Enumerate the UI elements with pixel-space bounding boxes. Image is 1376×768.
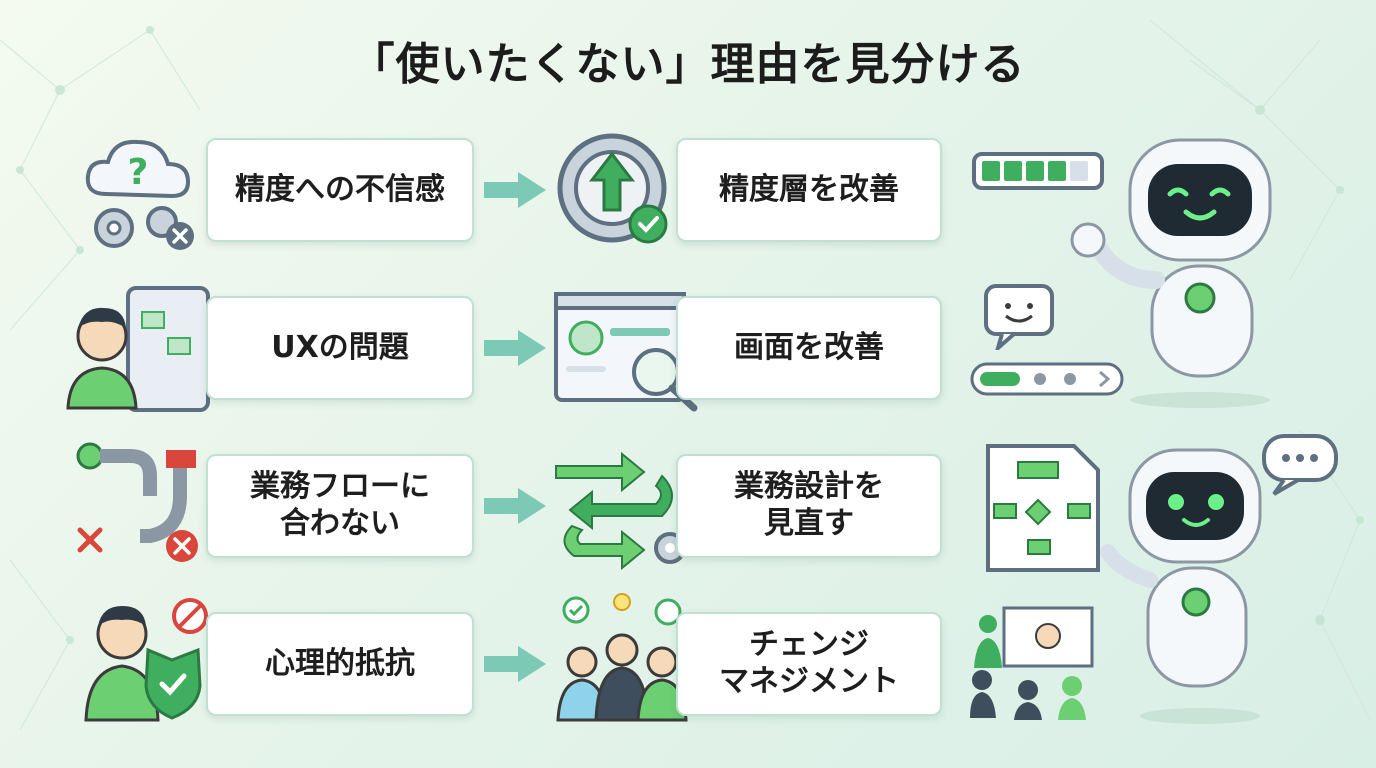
flow-arrows-gear-icon <box>555 451 686 570</box>
arrow-right-icon <box>484 172 546 208</box>
reason-label: 業務フローに 合わない <box>250 469 430 541</box>
reason-card-psychological: 心理的抵抗 <box>206 612 474 716</box>
team-handshake-icon <box>556 593 688 722</box>
solution-label: 画面を改善 <box>734 329 884 365</box>
smile-chat-bubble-icon <box>984 284 1054 350</box>
robot-presenter-icon <box>1100 448 1262 724</box>
ellipsis-chat-bubble-icon <box>1262 434 1338 496</box>
reason-card-workflow: 業務フローに 合わない <box>206 454 474 558</box>
meeting-presentation-icon <box>970 606 1094 720</box>
solution-card-workflow: 業務設計を 見直す <box>676 454 942 558</box>
slider-toggle-icon <box>970 362 1124 396</box>
progress-bar-icon <box>972 152 1104 190</box>
flowchart-document-icon <box>986 444 1100 572</box>
solution-label: 業務設計を 見直す <box>734 469 884 541</box>
arrow-right-icon <box>484 330 546 366</box>
gear-up-arrow-check-icon <box>557 133 668 244</box>
cloud-question-gears-icon: ? <box>85 139 194 250</box>
solution-label: 精度層を改善 <box>719 171 899 207</box>
arrow-right-icon <box>484 646 546 682</box>
resistant-user-shield-icon <box>84 598 208 722</box>
reason-label: 心理的抵抗 <box>265 645 415 681</box>
solution-card-change: チェンジ マネジメント <box>676 612 942 716</box>
reason-label: UXの問題 <box>271 329 409 365</box>
reason-card-accuracy: 精度への不信感 <box>206 138 474 242</box>
reason-card-ux: UXの問題 <box>206 296 474 400</box>
solution-label: チェンジ マネジメント <box>719 627 899 699</box>
confused-user-tablet-icon <box>66 286 210 412</box>
reason-label: 精度への不信感 <box>235 171 445 207</box>
solution-card-accuracy: 精度層を改善 <box>676 138 942 242</box>
screen-magnifier-icon <box>554 292 698 412</box>
robot-mascot-icon <box>1070 138 1272 408</box>
svg-text:?: ? <box>128 152 149 193</box>
broken-pipe-icon <box>76 442 198 562</box>
page-title: 「使いたくない」理由を見分ける <box>350 39 1026 90</box>
solution-card-ux: 画面を改善 <box>676 296 942 400</box>
arrow-right-icon <box>484 488 546 524</box>
